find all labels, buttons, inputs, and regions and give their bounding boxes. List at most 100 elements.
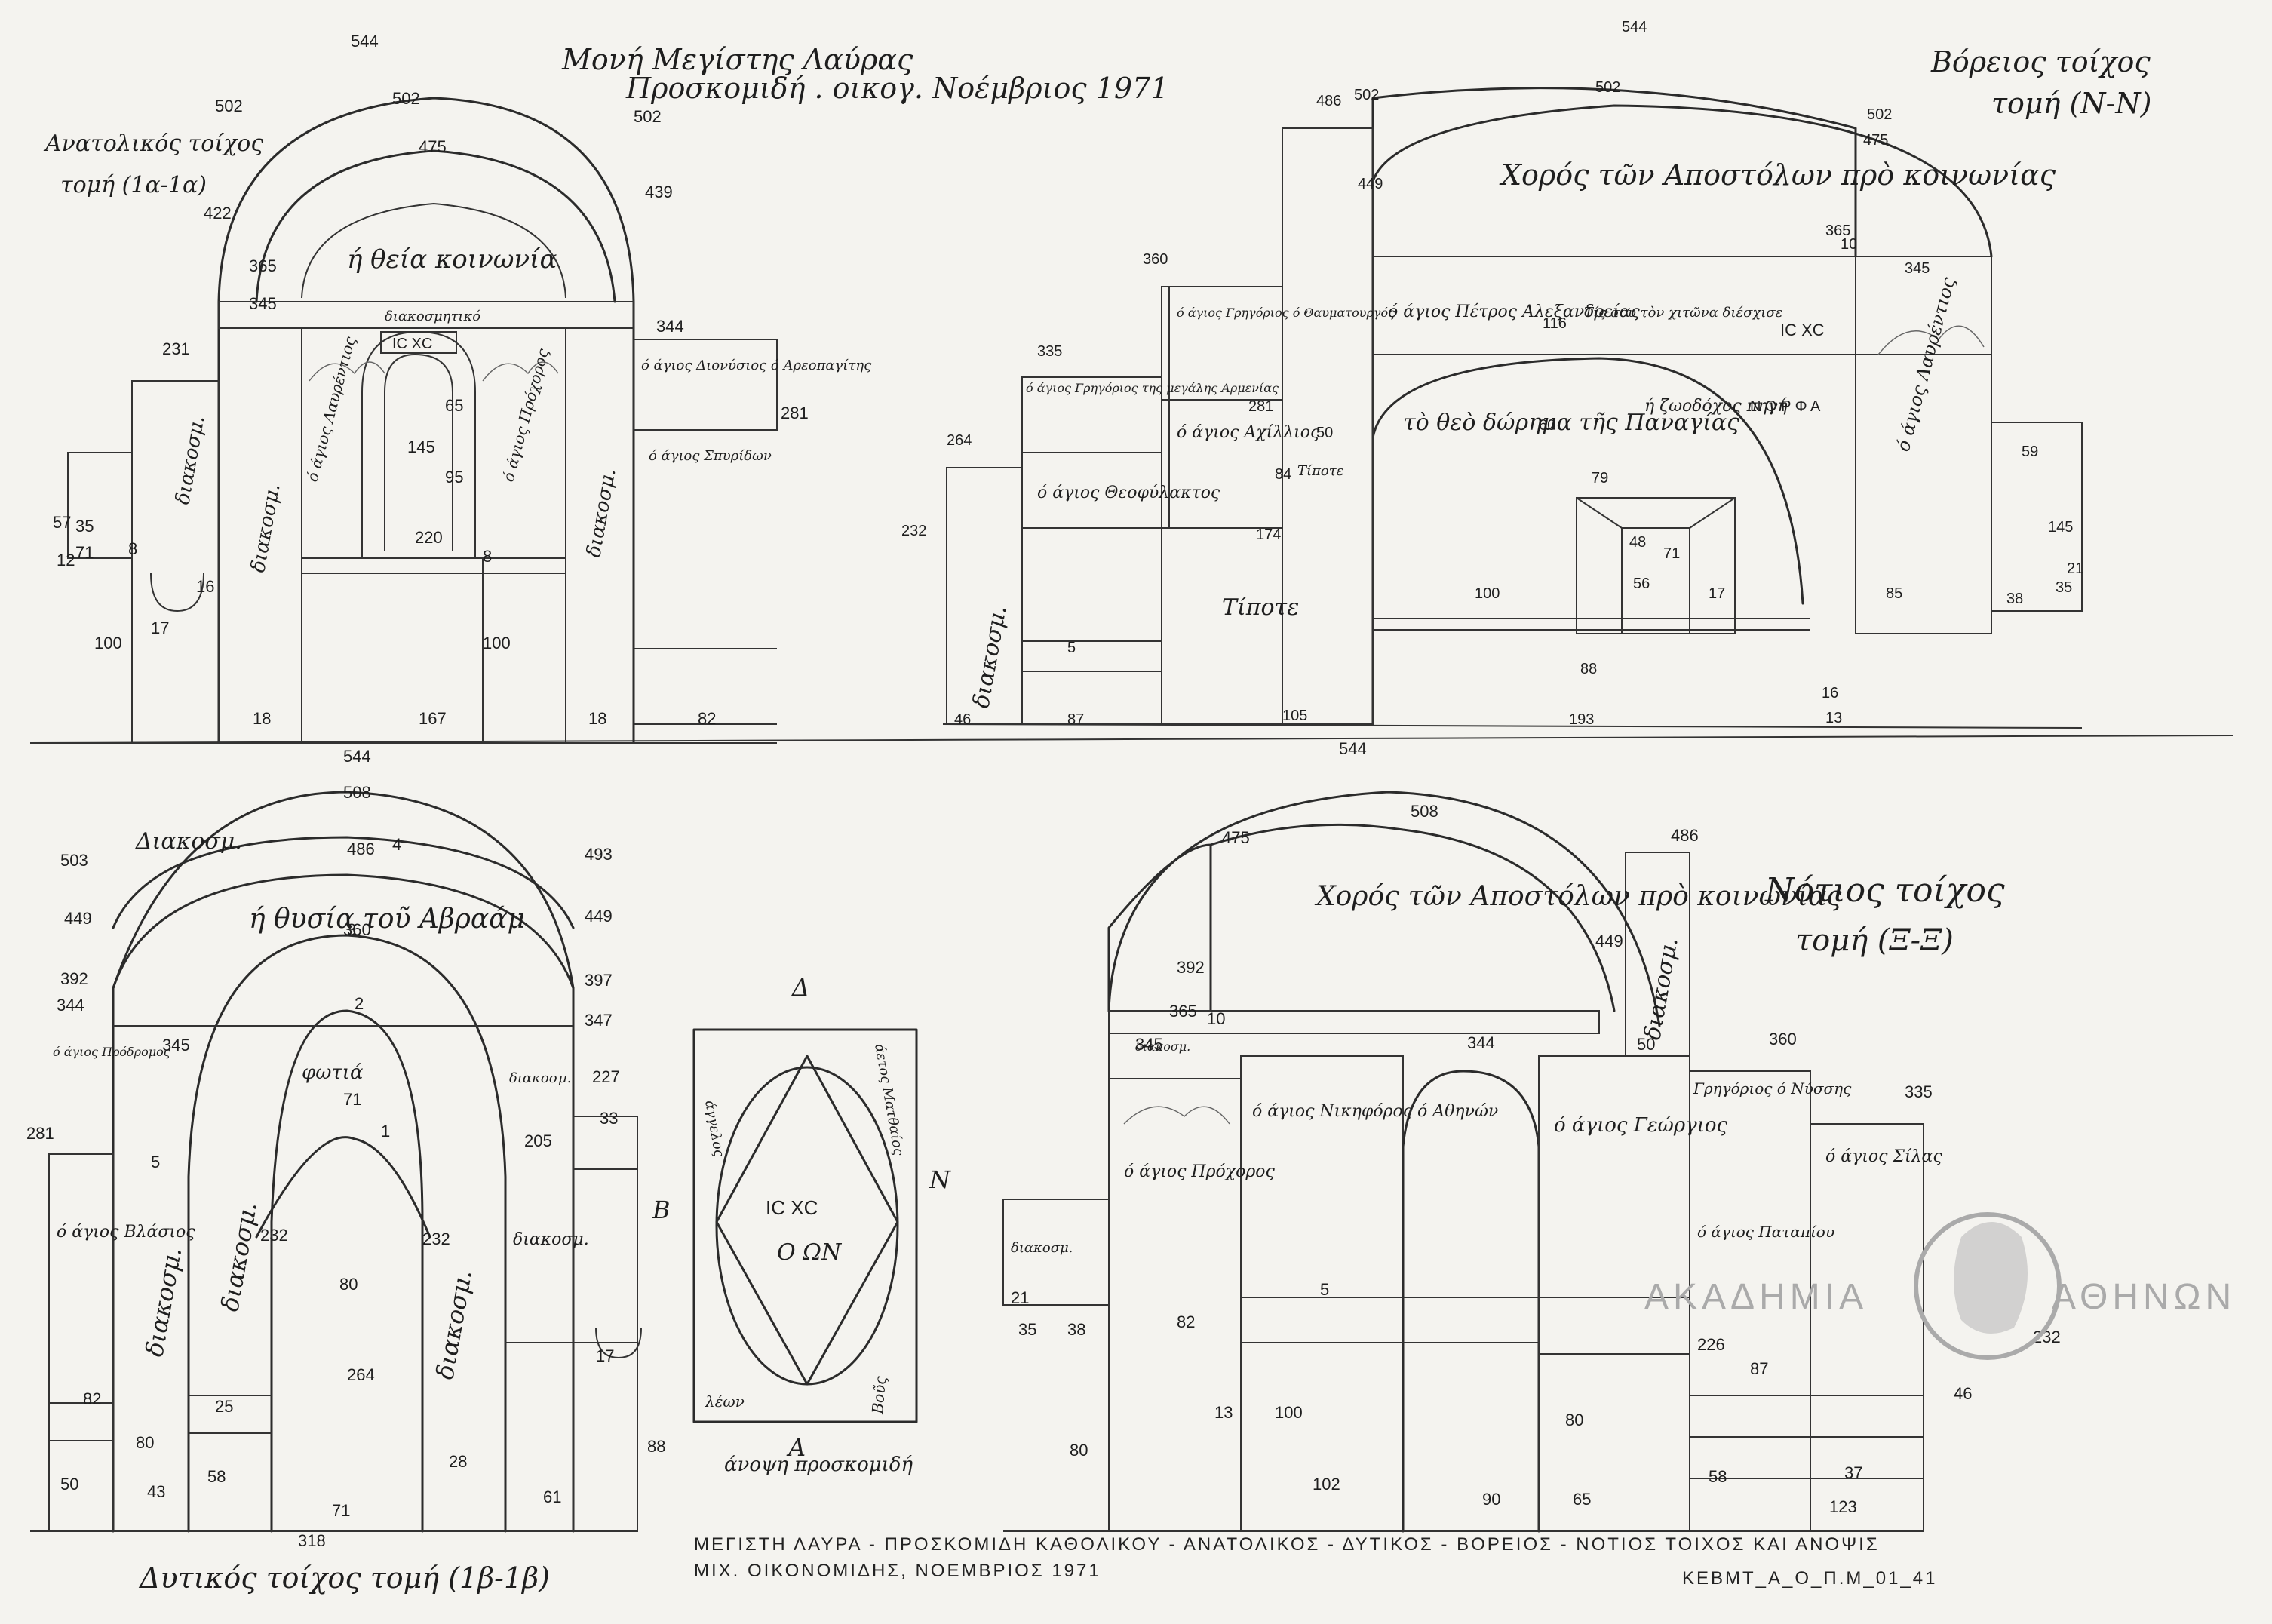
west-dimension-label: 82 <box>83 1389 101 1408</box>
south-dimension-label: 100 <box>1275 1403 1303 1422</box>
west-dimension-label: 232 <box>422 1230 450 1248</box>
west-dimension-label: 43 <box>147 1482 165 1501</box>
north-dimension-label: 48 <box>1629 534 1646 551</box>
north-dimension-label: 16 <box>1822 685 1838 701</box>
east-dimension-label: 231 <box>162 339 190 358</box>
archive-code: ΚΕΒΜΤ_Α_Ο_Π.Μ_01_41 <box>1682 1568 1937 1589</box>
east-outer-arch <box>217 97 635 744</box>
west-left-col: ό άγιος Βλάσιος <box>57 1223 195 1242</box>
south-vault-outer <box>1107 791 1661 1027</box>
monastery-title: Μονή Μεγίστης Λαύρας <box>561 43 913 76</box>
north-wall-elevation: Χορός τῶν Αποστόλων πρὸ κοινωνίας ό άγιο… <box>942 87 2083 729</box>
east-arch-label: ή θεία κοινωνία <box>347 244 557 275</box>
north-dimension-label: 264 <box>947 432 972 449</box>
ceiling-plan: Δ Α Β Ν IC XC Ο ΩΝ άγγελος άετος Ματθαίο… <box>652 973 951 1476</box>
west-outer-arch <box>112 791 575 1533</box>
north-dimension-label: 116 <box>1543 315 1567 332</box>
west-dimension-label: 486 <box>347 840 375 858</box>
east-wall-title: Ανατολικός τοίχος <box>43 130 263 157</box>
west-dimension-label: 4 <box>392 835 401 854</box>
east-dimension-label: 18 <box>588 709 606 728</box>
north-vault-inner <box>1371 104 1993 258</box>
west-wall-elevation: ή θυσία τοῦ Αβραάμ Διακοσμ. φωτιά ό άγιο… <box>30 791 642 1533</box>
south-dimension-label: 475 <box>1222 828 1250 847</box>
west-arch-inner-label: φωτιά <box>302 1061 364 1084</box>
west-dimension-label: 360 <box>343 920 371 939</box>
south-vault-label: Χορός τῶν Αποστόλων πρὸ κοινωνίας <box>1314 881 1842 912</box>
west-dimension-label: 25 <box>215 1397 233 1416</box>
east-dimension-label: 57 <box>53 513 71 532</box>
ceiling-frame <box>692 1028 918 1423</box>
north-dimension-label: 502 <box>1354 87 1379 103</box>
south-dimension-label: 123 <box>1829 1497 1857 1516</box>
caption-line-1: ΜΕΓΙΣΤΗ ΛΑΥΡΑ - ΠΡΟΣΚΟΜΙΔΗ ΚΑΘΟΛΙΚΟΥ - Α… <box>694 1534 1880 1555</box>
west-dimension-label: 508 <box>343 783 371 802</box>
west-dimension-label: 264 <box>347 1365 375 1384</box>
north-dimension-label: 360 <box>1143 251 1168 268</box>
east-dimension-label: 167 <box>419 709 447 728</box>
ceiling-tr: άετος Ματθαίος <box>871 1042 907 1157</box>
south-dimension-label: 226 <box>1697 1335 1725 1354</box>
west-dimension-label: 345 <box>162 1036 190 1055</box>
north-saint-mid-2: ό άγιος Αχίλλιος <box>1177 423 1320 442</box>
west-dimension-label: 205 <box>524 1131 552 1150</box>
west-dimension-label: 544 <box>343 747 371 766</box>
south-silas: ό άγιος Σίλας <box>1825 1147 1942 1166</box>
south-dimension-label: 544 <box>1339 739 1367 758</box>
south-dimension-label: 21 <box>1011 1288 1029 1307</box>
south-deco-left: διακοσμ. <box>1011 1240 1073 1256</box>
east-dimension-label: 18 <box>253 709 271 728</box>
south-dimension-label: 365 <box>1169 1002 1197 1021</box>
south-dimension-label: 46 <box>1954 1384 1972 1403</box>
north-dimension-label: 13 <box>1825 710 1842 726</box>
east-band-label: διακοσμητικό <box>385 309 480 324</box>
north-dimension-label: 10 <box>1841 236 1857 253</box>
south-wall-section: τομή (Ξ-Ξ) <box>1795 923 1954 958</box>
south-dimension-label: 449 <box>1595 932 1623 950</box>
west-dimension-label: 449 <box>585 907 613 926</box>
south-gregorios: Γρηγόριος ό Νύσσης <box>1693 1079 1852 1098</box>
east-deco-left: διακοσμ. <box>171 414 209 506</box>
north-dimension-label: 475 <box>1863 132 1888 149</box>
west-dimension-label: 61 <box>543 1487 561 1506</box>
west-dimension-label: 17 <box>596 1346 614 1365</box>
east-dimension-label: 71 <box>75 543 94 562</box>
north-dimension-label: 100 <box>1475 585 1500 602</box>
row-separator <box>29 735 2234 744</box>
stamp-left: ΑΚΑΔΗΜΙΑ <box>1644 1277 1868 1317</box>
north-dimension-label: 486 <box>1316 93 1341 109</box>
west-dimension-label: 80 <box>339 1275 358 1294</box>
north-ornament: Τίποτε <box>1222 594 1299 621</box>
west-dimension-label: 33 <box>600 1109 618 1128</box>
south-nikephoros: ό άγιος Νικηφόρος ό Αθηνών <box>1252 1102 1498 1121</box>
west-deco-right: διακοσμ. <box>513 1230 589 1249</box>
south-dimension-label: 5 <box>1320 1280 1329 1299</box>
east-dimension-label: 475 <box>419 137 447 156</box>
north-dimension-label: 46 <box>954 711 971 728</box>
north-dimension-label: 193 <box>1569 711 1594 728</box>
east-dimension-label: 344 <box>656 317 684 336</box>
west-inner-arch <box>187 934 507 1533</box>
south-patapios: ό άγιος Παταπίου <box>1697 1223 1834 1241</box>
east-dimension-label: 95 <box>445 468 463 487</box>
south-dimension-label: 87 <box>1750 1359 1768 1378</box>
south-georgios: ό άγιος Γεώργιος <box>1554 1114 1728 1137</box>
west-dimension-label: 281 <box>26 1124 54 1143</box>
east-side-panel-low: ό άγιος Σπυρίδων <box>649 448 772 464</box>
north-panagia: τὸ θεὸ δώρημα τῆς Παναγίας <box>1403 410 1739 436</box>
north-dimension-label: 281 <box>1248 398 1273 415</box>
east-dimension-label: 281 <box>781 404 809 422</box>
ceiling-tl: άγγελος <box>702 1099 727 1159</box>
north-dimension-label: 335 <box>1037 343 1062 360</box>
east-dimension-label: 544 <box>351 32 379 51</box>
west-dimension-label: 50 <box>60 1475 78 1494</box>
north-saint-mid-1: ό άγιος Θεοφύλακτος <box>1037 484 1220 502</box>
west-dimension-label: 88 <box>647 1437 665 1456</box>
north-wall-dimensions: 5445024865024494755023653603453352642322… <box>901 19 2083 728</box>
east-left-saint: ό άγιος Λαυρέντιος <box>303 334 360 484</box>
south-dimension-label: 13 <box>1214 1403 1233 1422</box>
west-dimension-label: 2 <box>355 994 364 1013</box>
